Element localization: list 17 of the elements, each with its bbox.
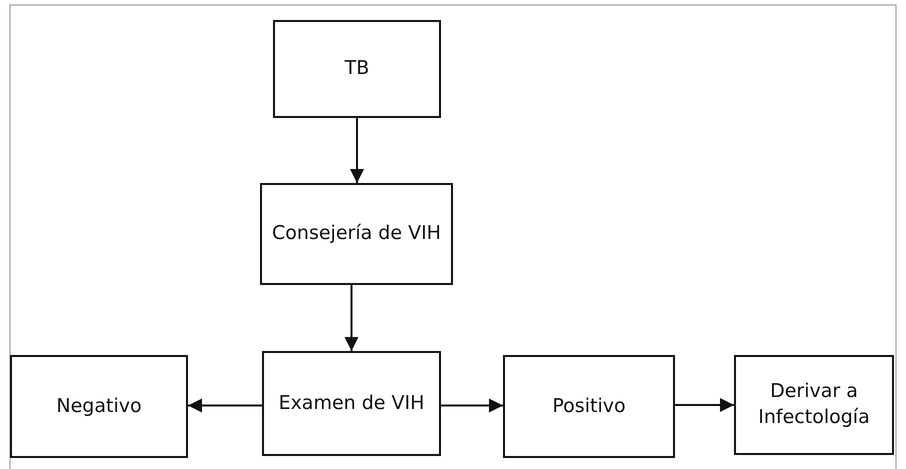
process-box (260, 183, 453, 285)
process-box (262, 351, 441, 456)
arrow (344, 285, 358, 351)
box-label: Negativo (55, 394, 143, 419)
process-box (734, 355, 894, 455)
process-box (10, 355, 188, 458)
box-label: TB (344, 56, 370, 82)
box-label: Positivo (551, 394, 627, 419)
arrow (188, 398, 262, 412)
process-box (273, 20, 441, 118)
box-label: Derivar a Infectología (757, 379, 871, 430)
arrow (675, 398, 734, 412)
arrow (350, 118, 364, 183)
arrow (441, 398, 503, 412)
box-label: Consejería de VIH (271, 221, 442, 246)
box-label: Examen de VIH (278, 390, 426, 416)
process-box (503, 355, 675, 458)
